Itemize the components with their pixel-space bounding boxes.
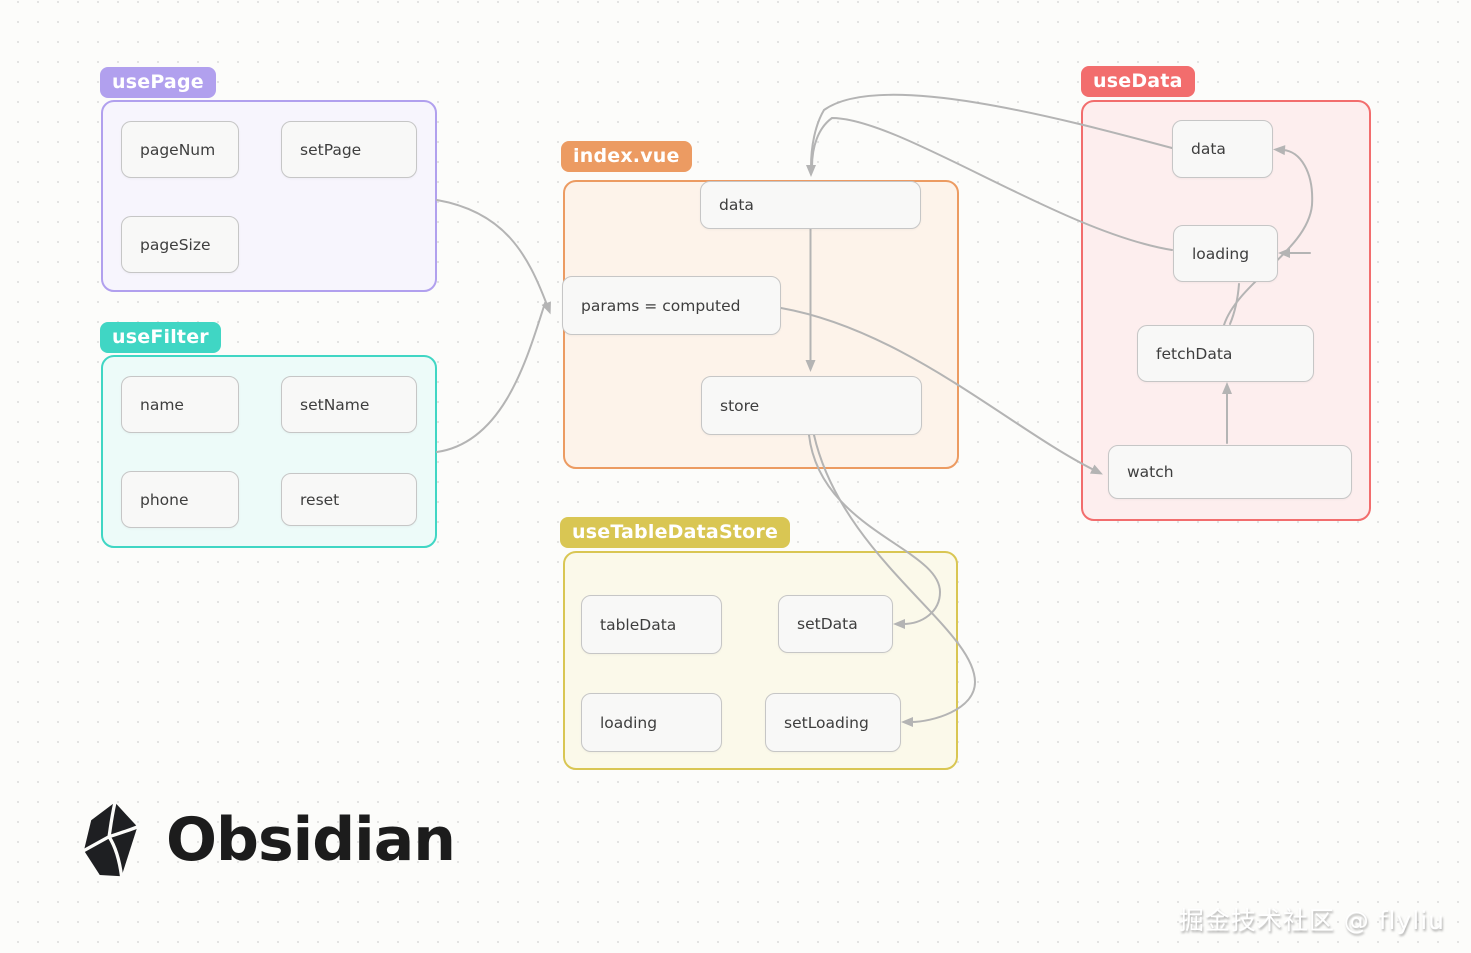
node-usedata-loading[interactable]: loading — [1173, 225, 1278, 282]
node-usedata-data[interactable]: data — [1172, 120, 1273, 178]
group-label-indexvue[interactable]: index.vue — [561, 141, 692, 172]
node-setloading[interactable]: setLoading — [765, 693, 901, 752]
group-label-usedata[interactable]: useData — [1081, 66, 1195, 97]
node-setpage[interactable]: setPage — [281, 121, 417, 178]
edge-usedata-loading-to-indexvue-data — [811, 116, 1173, 251]
group-label-usepage[interactable]: usePage — [100, 67, 216, 98]
node-setdata[interactable]: setData — [778, 595, 893, 653]
node-tds-loading[interactable]: loading — [581, 693, 722, 752]
obsidian-logo-icon — [82, 800, 140, 878]
node-name[interactable]: name — [121, 376, 239, 433]
edge-fetchdata-to-data — [1223, 145, 1314, 326]
group-label-usetabledatastore[interactable]: useTableDataStore — [560, 517, 791, 548]
edge-params-to-watch — [780, 307, 1103, 475]
edge-store-to-setdata — [808, 434, 942, 629]
edge-store-to-setloading — [813, 434, 977, 727]
node-watch[interactable]: watch — [1108, 445, 1352, 499]
node-setname[interactable]: setName — [281, 376, 417, 433]
edge-usedata-data-to-indexvue-data — [806, 93, 1173, 177]
node-tabledata[interactable]: tableData — [581, 595, 722, 654]
node-pagesize[interactable]: pageSize — [121, 216, 239, 273]
obsidian-wordmark: Obsidian — [166, 805, 456, 875]
watermark: 掘金技术社区 @ flyliu — [1178, 906, 1445, 935]
node-indexvue-data[interactable]: data — [700, 181, 921, 229]
node-params[interactable]: params = computed — [562, 276, 781, 335]
node-pagenum[interactable]: pageNum — [121, 121, 239, 178]
edge-usepage-to-params — [436, 199, 551, 315]
node-store[interactable]: store — [701, 376, 922, 435]
node-reset[interactable]: reset — [281, 473, 417, 526]
node-fetchdata[interactable]: fetchData — [1137, 325, 1314, 382]
edge-usefilter-to-params — [436, 302, 546, 453]
edge-fetchdata-to-loading — [1229, 283, 1240, 325]
obsidian-brand: Obsidian — [78, 800, 456, 880]
group-label-usefilter[interactable]: useFilter — [100, 322, 221, 353]
node-phone[interactable]: phone — [121, 471, 239, 528]
